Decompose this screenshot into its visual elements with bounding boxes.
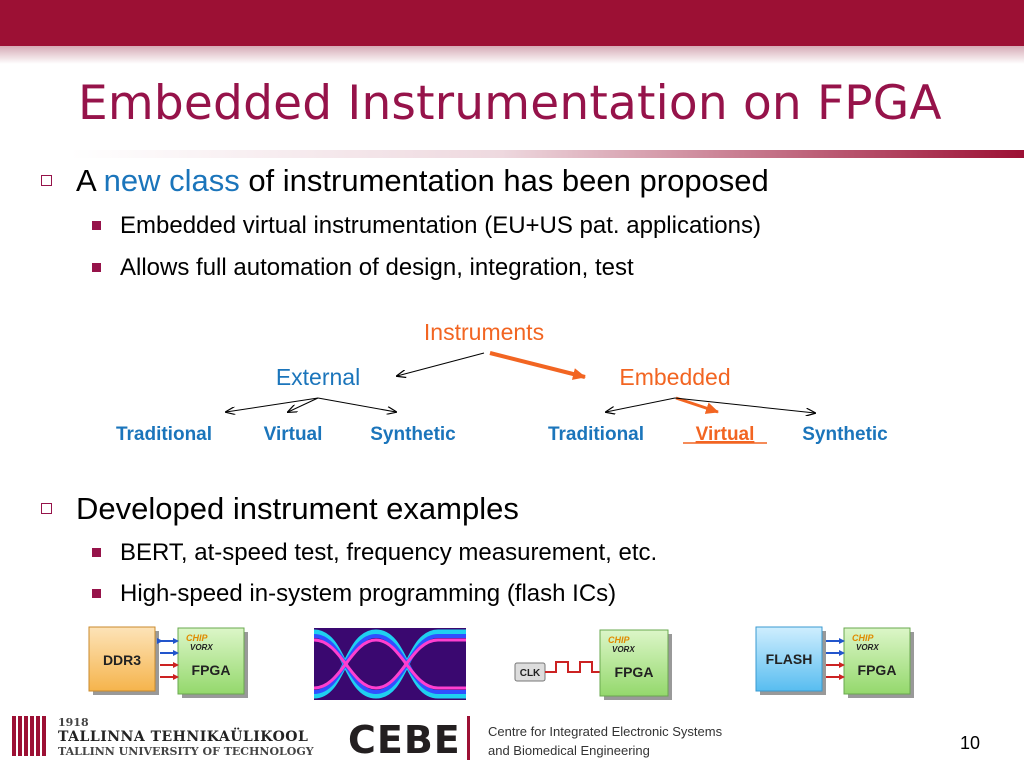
bullet-text-part: of instrumentation has been proposed	[239, 163, 769, 198]
filled-square-bullet-icon	[92, 263, 101, 272]
chipvorx-logo-top: CHIP	[186, 633, 208, 643]
arrow-to-external	[397, 352, 485, 376]
fpga-label: FPGA	[858, 662, 897, 678]
chipvorx-logo-top: CHIP	[852, 633, 874, 643]
sub-bullet-text: High-speed in-system programming (flash …	[120, 580, 617, 607]
bullet-text-highlight: new class	[103, 163, 240, 198]
ttu-founding-year: 1918	[58, 716, 89, 729]
fpga-label: FPGA	[192, 662, 231, 678]
ttu-emblem-icon	[12, 716, 46, 756]
highlight-arrow-to-embedded	[489, 351, 586, 380]
chipvorx-logo-top: CHIP	[608, 635, 630, 645]
tree-embedded-label: Embedded	[619, 364, 730, 390]
hollow-square-bullet-icon	[41, 175, 52, 186]
flash-label: FLASH	[766, 651, 813, 667]
arrow-to-ext-virtual	[288, 397, 319, 412]
sub-bullet-text: BERT, at-speed test, frequency measureme…	[120, 539, 658, 566]
page-number: 10	[960, 733, 981, 753]
arrow-to-ext-synthetic	[317, 397, 396, 412]
highlight-arrow-to-emb-virtual	[675, 396, 719, 414]
eye-trace	[313, 634, 466, 695]
flash-chip	[755, 626, 823, 692]
sub-bullet-text: Allows full automation of design, integr…	[120, 254, 634, 281]
arrow-to-emb-traditional	[606, 397, 676, 412]
filled-square-bullet-icon	[92, 221, 101, 230]
slide-title: Embedded Instrumentation on FPGA	[78, 76, 942, 131]
chipvorx-logo-bottom: VORX	[856, 643, 879, 652]
footer-separator	[467, 716, 470, 760]
clk-fpga-figure: CLK CHIP VORX FPGA	[514, 629, 672, 700]
filled-square-bullet-icon	[92, 548, 101, 557]
tree-emb-virtual: Virtual	[696, 424, 755, 445]
tree-ext-virtual: Virtual	[264, 424, 323, 445]
ttu-name-estonian: TALLINNA TEHNIKAÜLIKOOL	[58, 729, 309, 745]
tree-emb-traditional: Traditional	[548, 424, 644, 445]
fpga-label: FPGA	[615, 664, 654, 680]
ddr3-chip	[88, 626, 156, 692]
hollow-square-bullet-icon	[41, 503, 52, 514]
bullet-text: Developed instrument examples	[76, 491, 519, 526]
tree-root-label: Instruments	[424, 319, 544, 345]
tree-emb-synthetic: Synthetic	[802, 424, 888, 445]
tree-ext-synthetic: Synthetic	[370, 424, 456, 445]
fpga-chip	[177, 627, 245, 695]
tree-ext-traditional: Traditional	[116, 424, 212, 445]
cebe-full-name: Centre for Integrated Electronic Systems…	[488, 722, 722, 760]
clk-label: CLK	[520, 668, 541, 679]
cebe-name-line: and Biomedical Engineering	[488, 743, 650, 758]
flash-fpga-figure: FLASH CHIP VORX FPGA	[755, 626, 914, 698]
fpga-chip	[599, 629, 669, 697]
chipvorx-logo-bottom: VORX	[190, 643, 213, 652]
eye-trace	[313, 633, 466, 694]
eye-trace	[313, 638, 466, 690]
top-brand-band	[0, 0, 1024, 46]
top-band-shade	[0, 46, 1024, 64]
bullet-text: A new class of instrumentation has been …	[76, 163, 769, 199]
bullet-text-part: A	[76, 163, 104, 198]
tree-external-label: External	[276, 364, 360, 390]
eye-trace	[313, 638, 466, 690]
sub-bullet-text: Embedded virtual instrumentation (EU+US …	[120, 212, 761, 239]
clock-waveform	[545, 661, 601, 673]
arrow-to-ext-traditional	[226, 397, 319, 412]
title-rule	[70, 150, 1024, 158]
cebe-logo: CEBE	[348, 718, 461, 762]
ttu-name-english: TALLINN UNIVERSITY OF TECHNOLOGY	[58, 745, 314, 758]
ddr3-label: DDR3	[103, 652, 141, 668]
eye-diagram-figure	[313, 628, 466, 700]
chipvorx-logo-bottom: VORX	[612, 645, 635, 654]
ddr3-fpga-figure: DDR3 CHIP VORX FPGA	[88, 626, 248, 698]
fpga-chip	[843, 627, 911, 695]
cebe-name-line: Centre for Integrated Electronic Systems	[488, 724, 723, 739]
arrow-to-emb-synthetic	[674, 397, 815, 413]
filled-square-bullet-icon	[92, 589, 101, 598]
